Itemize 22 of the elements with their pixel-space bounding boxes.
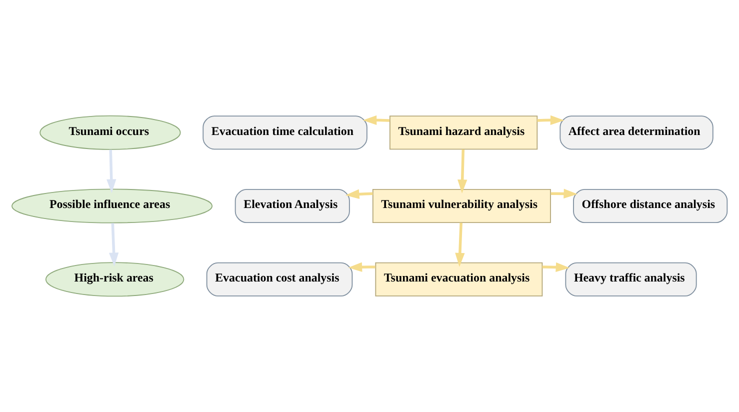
node-box: Elevation Analysis xyxy=(234,188,350,224)
node-ellipse: High-risk areas xyxy=(45,262,184,297)
node-box: Offshore distance analysis xyxy=(573,188,728,224)
node-box: Heavy traffic analysis xyxy=(565,262,697,296)
node-box: Tsunami evacuation analysis xyxy=(375,262,543,296)
arrow xyxy=(542,262,570,272)
node-box: Evacuation time calculation xyxy=(202,116,368,150)
arrow xyxy=(550,188,578,198)
node-ellipse: Possible influence areas xyxy=(11,188,213,224)
arrow xyxy=(458,149,468,194)
node-box: Tsunami vulnerability analysis xyxy=(372,188,551,224)
arrow xyxy=(345,189,373,199)
arrow xyxy=(348,262,376,272)
arrow xyxy=(537,115,564,125)
arrow xyxy=(455,222,465,267)
node-ellipse: Tsunami occurs xyxy=(40,115,181,150)
node-box: Tsunami hazard analysis xyxy=(389,116,538,150)
arrow xyxy=(106,150,116,194)
arrow xyxy=(108,223,119,266)
arrow xyxy=(362,115,390,126)
node-box: Affect area determination xyxy=(560,116,714,150)
node-box: Evacuation cost analysis xyxy=(206,262,353,296)
